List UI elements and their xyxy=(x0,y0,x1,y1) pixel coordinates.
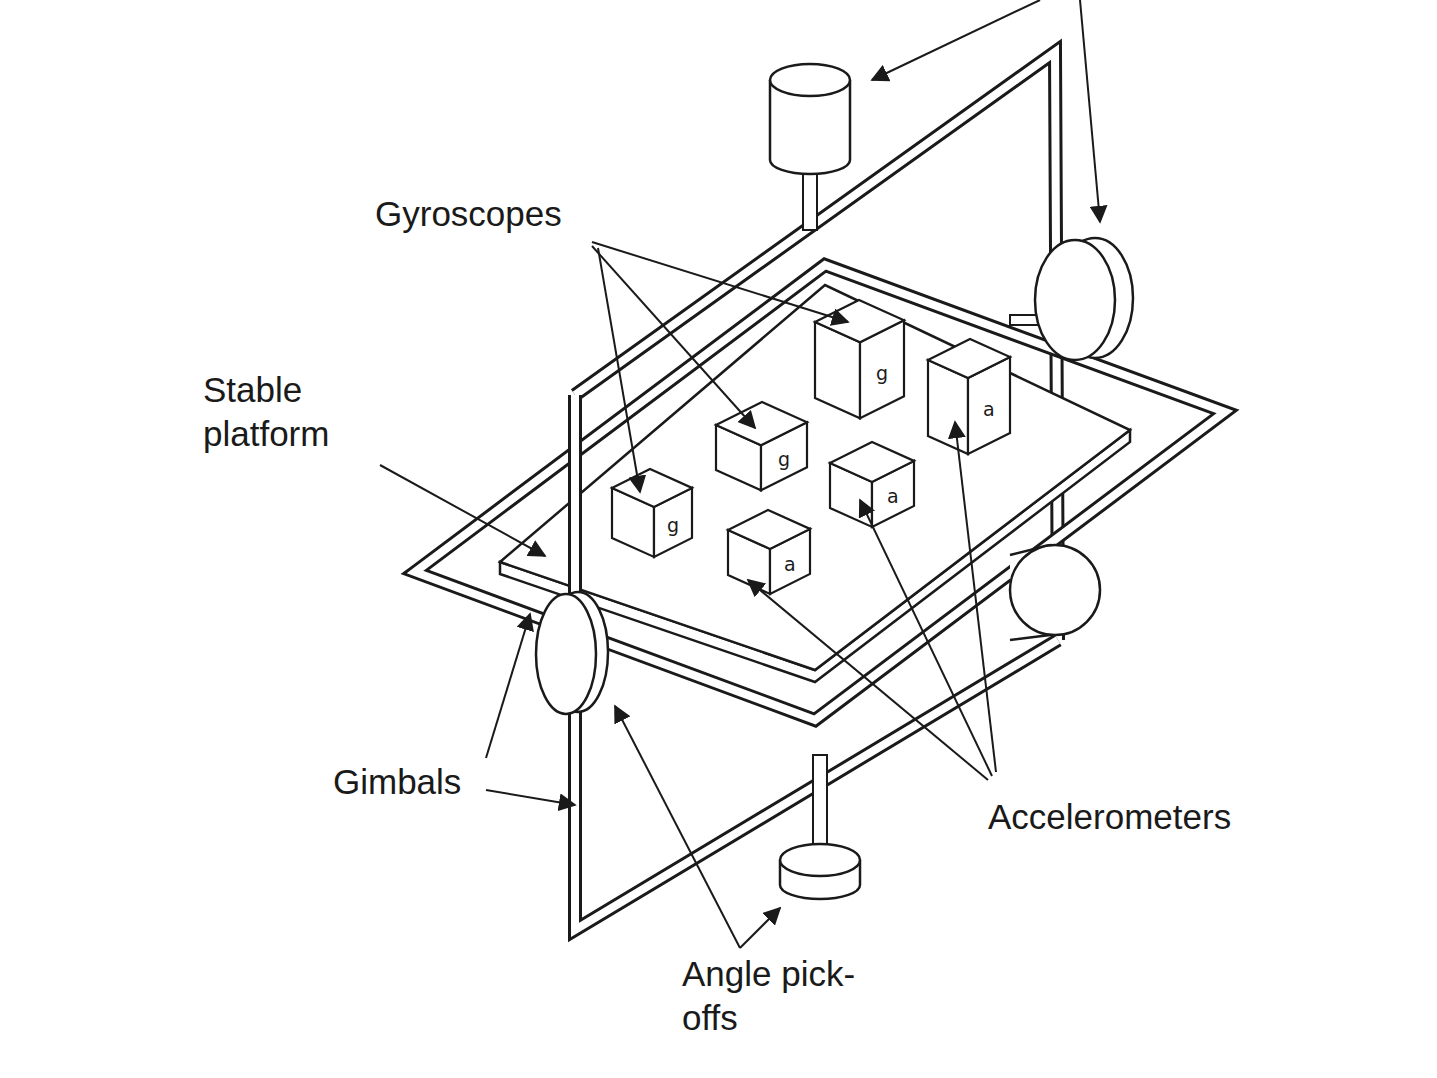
torque-motor xyxy=(770,64,850,96)
instrument-letter: g xyxy=(778,449,790,469)
leader-line xyxy=(1080,0,1100,222)
gyroscope-box xyxy=(815,300,904,418)
gyroscope-box xyxy=(612,469,692,557)
outer-gimbal xyxy=(575,395,1058,930)
instrument-letter: g xyxy=(876,363,888,383)
leader-line xyxy=(598,248,640,492)
leader-line xyxy=(748,580,988,780)
torque-motor xyxy=(1035,240,1115,360)
angle-pick-off xyxy=(536,594,596,714)
leader-line xyxy=(486,790,575,805)
box-face xyxy=(728,510,810,549)
angle-pick-offs-label: Angle pick-offs xyxy=(682,952,857,1040)
gimbals-label: Gimbals xyxy=(333,760,493,804)
instrument-letter: a xyxy=(887,486,899,506)
accelerometers-label: Accelerometers xyxy=(988,795,1288,839)
accelerometer-box xyxy=(728,510,810,594)
box-face xyxy=(612,469,692,507)
outer-gimbal xyxy=(575,395,1058,930)
accelerometer-box xyxy=(928,339,1010,454)
box-face xyxy=(830,442,914,482)
shaft xyxy=(813,755,827,855)
leader-line xyxy=(380,465,545,556)
box-face xyxy=(928,339,1010,378)
leader-line xyxy=(615,706,740,948)
box-face xyxy=(815,300,904,342)
gyroscopes-label: Gyroscopes xyxy=(375,192,605,236)
box-face xyxy=(716,402,807,445)
instrument-letter: g xyxy=(667,515,679,535)
angle-pick-off xyxy=(1010,545,1100,635)
leader-line xyxy=(740,908,780,948)
leader-line xyxy=(872,0,1040,80)
torque-motor xyxy=(780,844,860,876)
leader-line xyxy=(592,246,755,428)
leader-line xyxy=(955,422,996,772)
leader-line xyxy=(486,614,530,758)
instrument-letter: a xyxy=(983,399,995,419)
gyroscope-box xyxy=(716,402,807,490)
leader-line xyxy=(860,500,992,776)
leader-line xyxy=(592,242,848,322)
instrument-letter: a xyxy=(784,554,796,574)
stable-platform-label: Stable platform xyxy=(203,368,378,456)
accelerometer-box xyxy=(830,442,914,527)
